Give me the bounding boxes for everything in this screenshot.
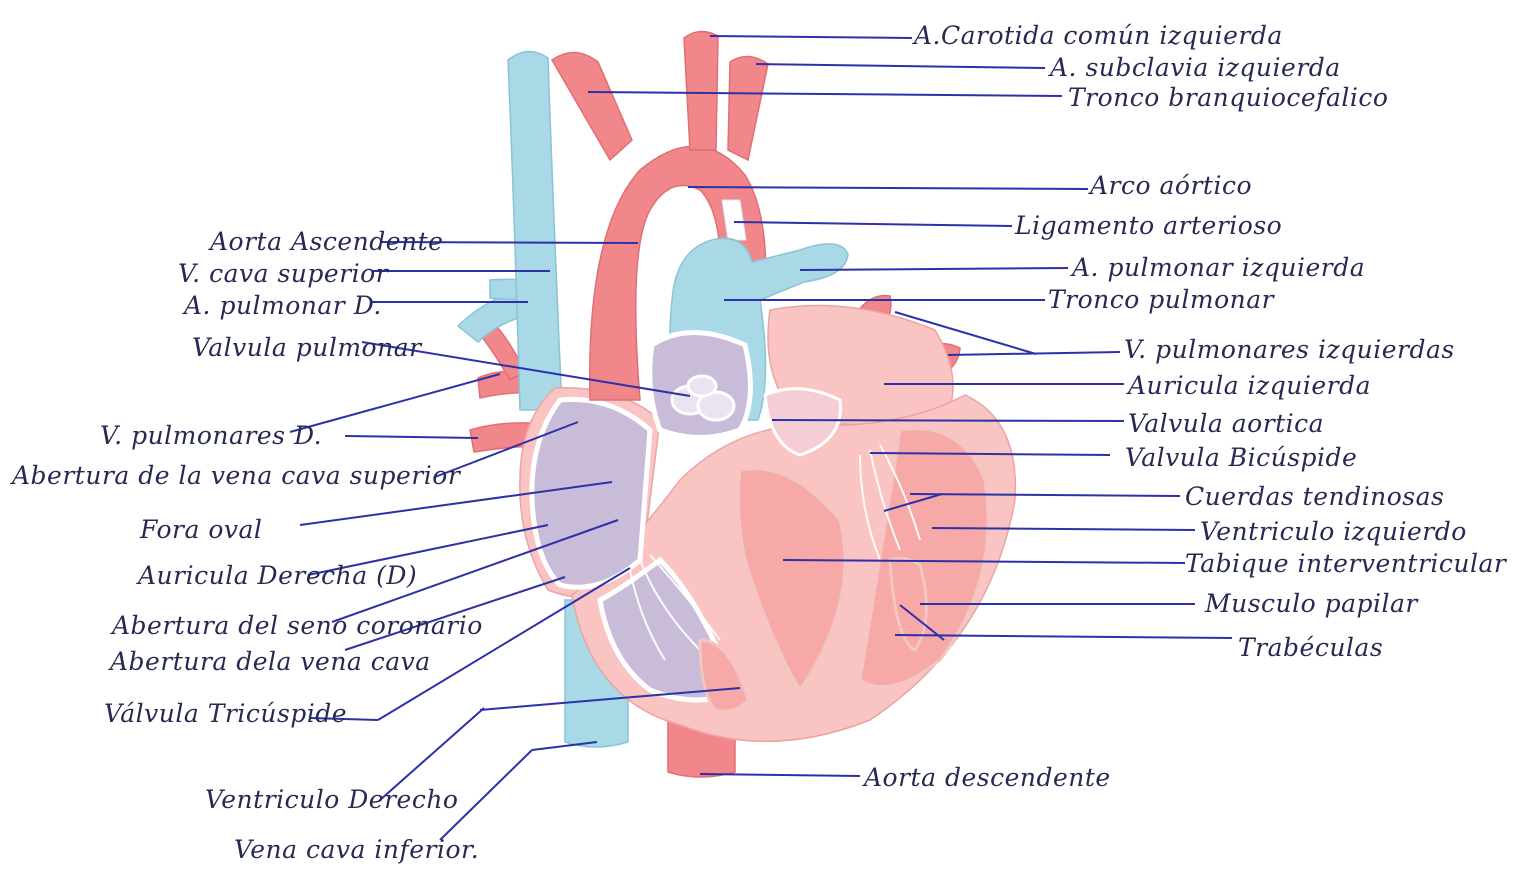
label-aorta-descendente: Aorta descendente <box>862 763 1111 792</box>
labels-left: Aorta Ascendente V. cava superior A. pul… <box>10 227 483 864</box>
label-arco-aortico: Arco aórtico <box>1088 171 1252 200</box>
leader-ligamento <box>734 222 1012 226</box>
left-subclavian <box>728 56 768 160</box>
label-auricula-izquierda: Auricula izquierda <box>1126 371 1371 400</box>
label-cuerdas-tendinosas: Cuerdas tendinosas <box>1185 482 1444 511</box>
label-tronco-braquiocefalico: Tronco branquiocefalico <box>1068 83 1388 112</box>
label-auricula-derecha: Auricula Derecha (D) <box>136 561 417 590</box>
label-fosa-oval: Fora oval <box>139 515 262 544</box>
label-aorta-ascendente: Aorta Ascendente <box>208 227 443 256</box>
label-valvula-bicuspide: Valvula Bicúspide <box>1125 443 1357 472</box>
leader-carotida <box>710 36 912 38</box>
label-ventriculo-derecho: Ventriculo Derecho <box>205 785 458 814</box>
label-trabeculas: Trabéculas <box>1238 633 1383 662</box>
leader-braquiocefalico <box>588 92 1062 96</box>
label-abertura-seno-coronario: Abertura del seno coronario <box>110 611 483 640</box>
leader-v-pulmonares-d-b <box>345 436 478 438</box>
label-valvula-pulmonar: Valvula pulmonar <box>192 333 423 362</box>
leader-subclavia <box>756 64 1045 68</box>
label-arteria-pulmonar-derecha: A. pulmonar D. <box>182 291 382 320</box>
label-vena-cava-inferior: Vena cava inferior. <box>234 835 479 864</box>
leader-aorta-descendente <box>700 774 860 776</box>
label-tabique-interventricular: Tabique interventricular <box>1185 549 1508 578</box>
labels-bottom: Aorta descendente <box>862 763 1111 792</box>
label-valvula-tricuspide: Válvula Tricúspide <box>104 699 347 728</box>
label-abertura-vena-cava: Abertura dela vena cava <box>108 647 431 676</box>
label-arteria-pulmonar-izquierda: A. pulmonar izquierda <box>1070 253 1365 282</box>
brachiocephalic-trunk <box>552 52 632 160</box>
labels-right: A.Carotida común izquierda A. subclavia … <box>912 21 1508 662</box>
leader-valvula-aortica <box>772 420 1124 421</box>
label-carotida-comun-izquierda: A.Carotida común izquierda <box>912 21 1283 50</box>
heart-illustration <box>458 31 1015 777</box>
label-ligamento-arterioso: Ligamento arterioso <box>1014 211 1282 240</box>
label-venas-pulmonares-derechas: V. pulmonares D. <box>100 421 322 450</box>
label-tronco-pulmonar: Tronco pulmonar <box>1048 285 1276 314</box>
label-subclavia-izquierda: A. subclavia izquierda <box>1048 53 1341 82</box>
label-venas-pulmonares-izquierdas: V. pulmonares izquierdas <box>1124 335 1455 364</box>
label-ventriculo-izquierdo: Ventriculo izquierdo <box>1200 517 1467 546</box>
right-atrium-chamber <box>532 399 650 587</box>
left-common-carotid <box>684 31 718 150</box>
label-vena-cava-superior: V. cava superior <box>178 259 390 288</box>
label-musculo-papilar: Musculo papilar <box>1204 589 1419 618</box>
label-valvula-aortica: Valvula aortica <box>1128 409 1324 438</box>
label-abertura-vena-cava-superior: Abertura de la vena cava superior <box>10 461 462 490</box>
